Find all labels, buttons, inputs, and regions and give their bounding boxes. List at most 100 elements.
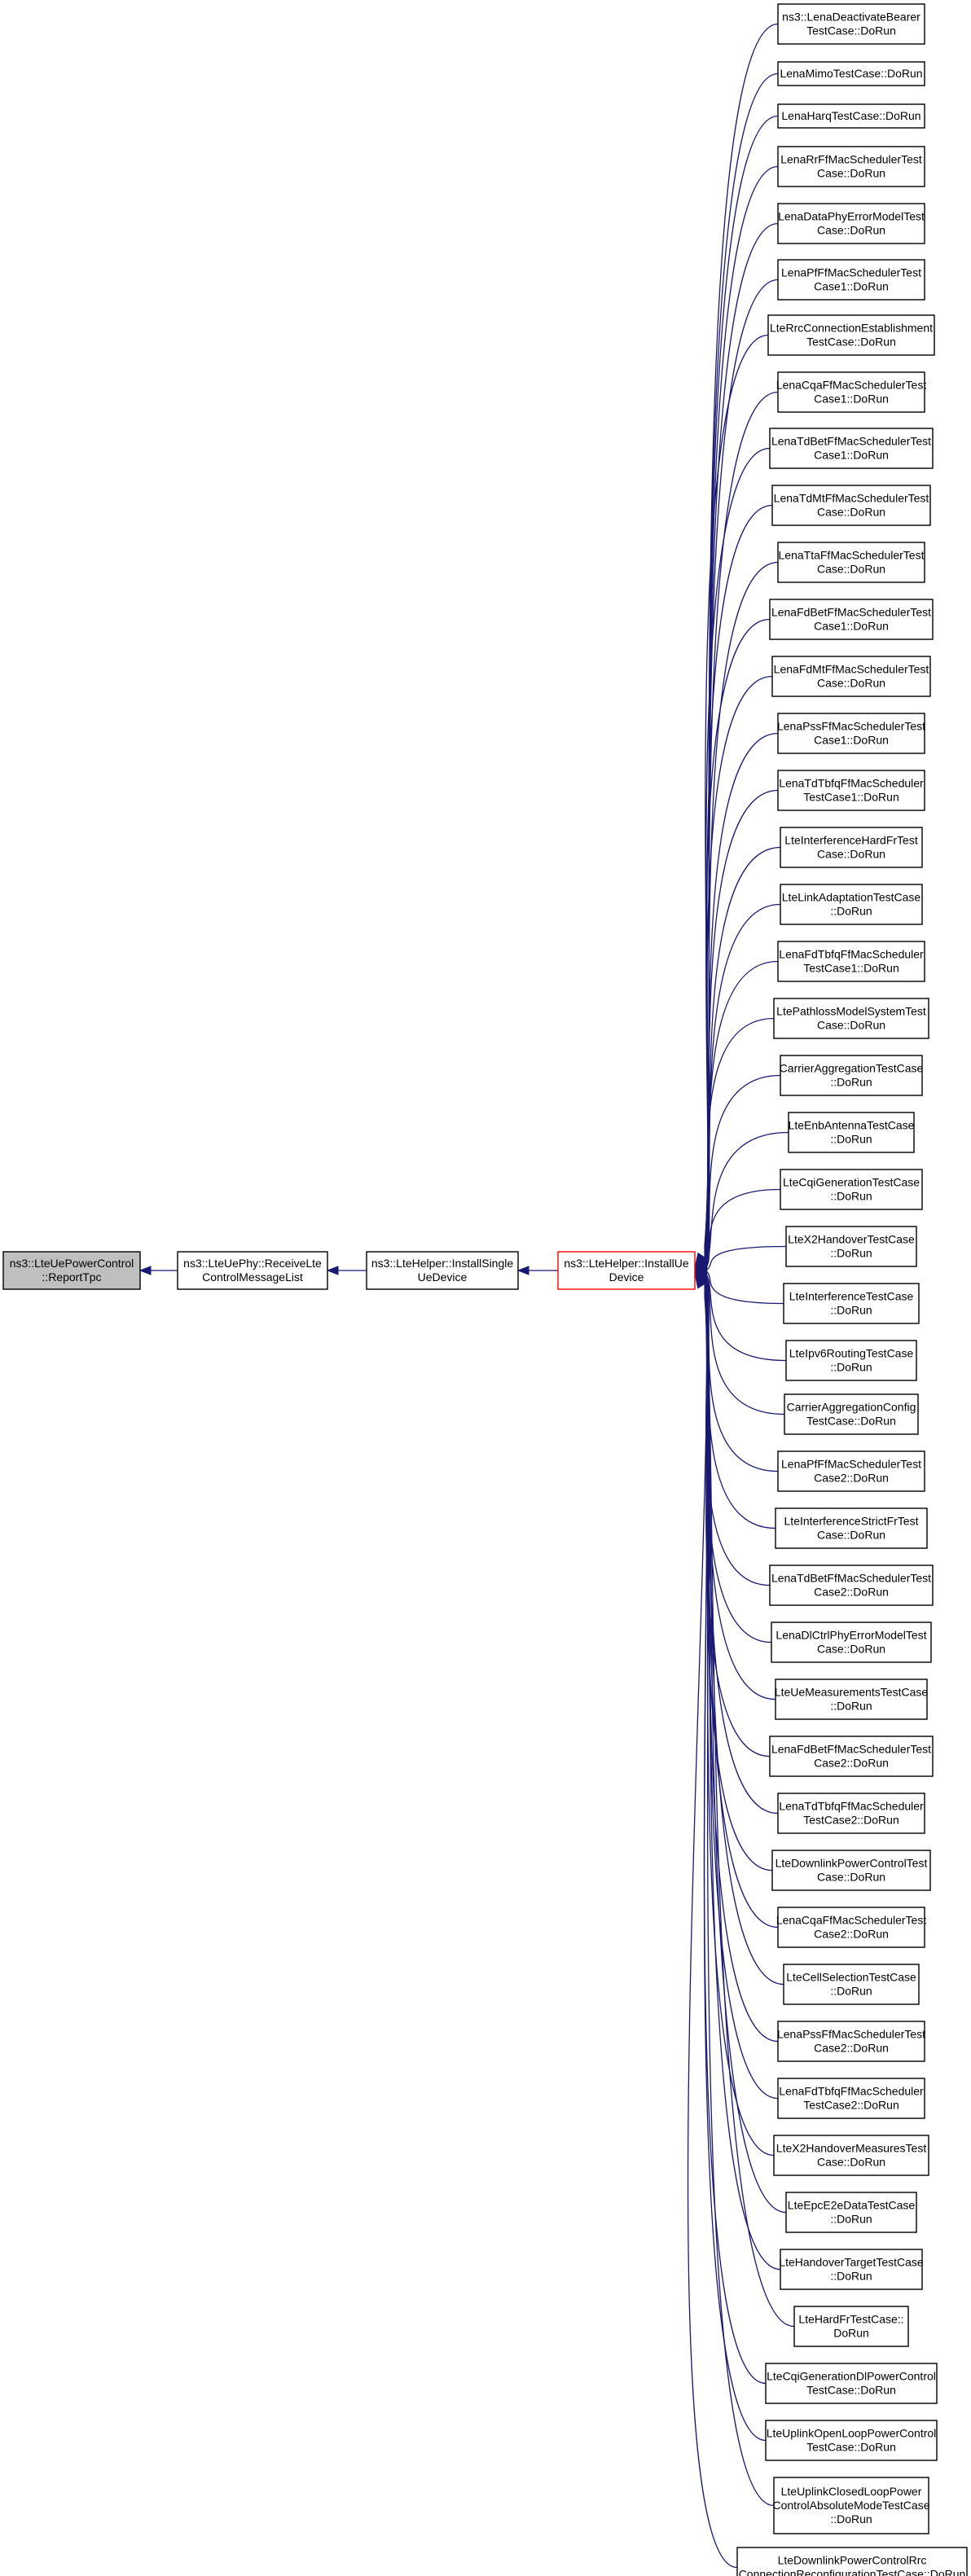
node-box: [777, 2021, 925, 2062]
node-box: [777, 203, 925, 244]
node-box: [777, 103, 925, 129]
node-box: [777, 61, 925, 86]
node-label-line: ns3::LteUePowerControl: [10, 1257, 134, 1270]
node-label-line: TestCase::DoRun: [806, 1415, 896, 1428]
node-label-line: ControlMessageList: [202, 1270, 303, 1284]
node-label-line: ::DoRun: [830, 1190, 872, 1203]
node-label-line: LenaDataPhyErrorModelTest: [778, 210, 925, 223]
node-label-line: LteUeMeasurementsTestCase: [775, 1686, 929, 1699]
node-caller-19[interactable]: CarrierAggregationTestCase::DoRun: [780, 1055, 924, 1096]
node-caller-40[interactable]: LteHandoverTargetTestCase::DoRun: [779, 2249, 924, 2290]
node-caller-30[interactable]: LteUeMeasurementsTestCase::DoRun: [775, 1679, 929, 1720]
edge-caller-13: [704, 732, 779, 1260]
node-label-line: Case::DoRun: [817, 506, 885, 519]
node-caller-39[interactable]: LteEpcE2eDataTestCase::DoRun: [785, 2192, 917, 2233]
node-label-line: LteIpv6RoutingTestCase: [789, 1347, 914, 1360]
node-caller-21[interactable]: LteCqiGenerationTestCase::DoRun: [780, 1169, 923, 1210]
node-label-line: LteLinkAdaptationTestCase: [782, 891, 921, 904]
node-label-line: ConnectionReconfigurationTestCase::DoRun: [739, 2568, 966, 2576]
node-box: [771, 485, 931, 526]
node-box: [777, 770, 925, 811]
node-label-line: ns3::LteUePhy::ReceiveLte: [183, 1257, 322, 1270]
node-label-line: TestCase1::DoRun: [803, 962, 899, 975]
node-box: [780, 884, 923, 925]
node-label-line: DoRun: [833, 2327, 869, 2340]
edge-caller-37: [704, 1287, 779, 2100]
node-label-line: Case2::DoRun: [814, 1757, 889, 1770]
node-caller-44[interactable]: LteUplinkClosedLoopPowerControlAbsoluteM…: [773, 2477, 930, 2534]
node-label-line: ::DoRun: [830, 2213, 872, 2226]
node-caller-43[interactable]: LteUplinkOpenLoopPowerControlTestCase::D…: [765, 2420, 938, 2461]
node-label-line: LenaMimoTestCase::DoRun: [780, 67, 922, 80]
node-label-line: TestCase::DoRun: [806, 2441, 896, 2454]
node-label-line: Case::DoRun: [817, 1643, 885, 1656]
node-box: [177, 1251, 328, 1290]
node-box: [780, 827, 923, 868]
node-receive-lte[interactable]: ns3::LteUePhy::ReceiveLteControlMessageL…: [177, 1251, 328, 1290]
node-label-line: Case::DoRun: [817, 224, 885, 237]
node-label-line: Case2::DoRun: [814, 1586, 889, 1599]
node-caller-2[interactable]: LenaHarqTestCase::DoRun: [777, 103, 925, 129]
node-caller-45[interactable]: LteDownlinkPowerControlRrcConnectionReco…: [736, 2547, 968, 2576]
node-caller-20[interactable]: LteEnbAntennaTestCase::DoRun: [788, 1112, 915, 1153]
node-caller-35[interactable]: LteCellSelectionTestCase::DoRun: [783, 1964, 920, 2005]
edge-caller-33: [704, 1282, 773, 1872]
node-caller-22[interactable]: LteX2HandoverTestCase::DoRun: [785, 1226, 917, 1267]
node-caller-41[interactable]: LteHardFrTestCase::DoRun: [793, 2306, 909, 2347]
node-label-line: TestCase::DoRun: [806, 336, 896, 349]
node-box: [769, 1736, 934, 1777]
node-report-tpc[interactable]: ns3::LteUePowerControl::ReportTpc: [2, 1251, 141, 1290]
node-box: [783, 1283, 920, 1324]
node-caller-1[interactable]: LenaMimoTestCase::DoRun: [777, 61, 925, 86]
node-caller-6[interactable]: LteRrcConnectionEstablishmentTestCase::D…: [767, 314, 935, 356]
node-label-line: LenaPfFfMacSchedulerTest: [781, 1458, 921, 1471]
node-label-line: Case1::DoRun: [814, 734, 889, 747]
edge-caller-20: [704, 1131, 789, 1269]
edge-caller-45: [687, 1296, 738, 2569]
node-label-line: LenaPssFfMacSchedulerTest: [777, 2028, 925, 2041]
node-caller-23[interactable]: LteInterferenceTestCase::DoRun: [783, 1283, 920, 1324]
node-label-line: LenaTdTbfqFfMacScheduler: [779, 1800, 924, 1813]
node-caller-42[interactable]: LteCqiGenerationDlPowerControlTestCase::…: [765, 2363, 938, 2404]
node-label-line: Case::DoRun: [817, 2156, 885, 2169]
node-label-line: LtePathlossModelSystemTest: [776, 1005, 926, 1018]
node-box: [771, 656, 931, 697]
node-caller-16[interactable]: LteLinkAdaptationTestCase::DoRun: [780, 884, 923, 925]
node-box: [769, 428, 934, 469]
node-label-line: CarrierAggregationTestCase: [780, 1062, 924, 1075]
node-label-line: LteX2HandoverMeasuresTest: [776, 2142, 927, 2155]
node-caller-24[interactable]: LteIpv6RoutingTestCase::DoRun: [785, 1340, 917, 1381]
edge-caller-8: [704, 447, 771, 1254]
node-box: [777, 3, 925, 45]
call-nodes: ns3::LteUePowerControl::ReportTpcns3::Lt…: [2, 3, 968, 2576]
